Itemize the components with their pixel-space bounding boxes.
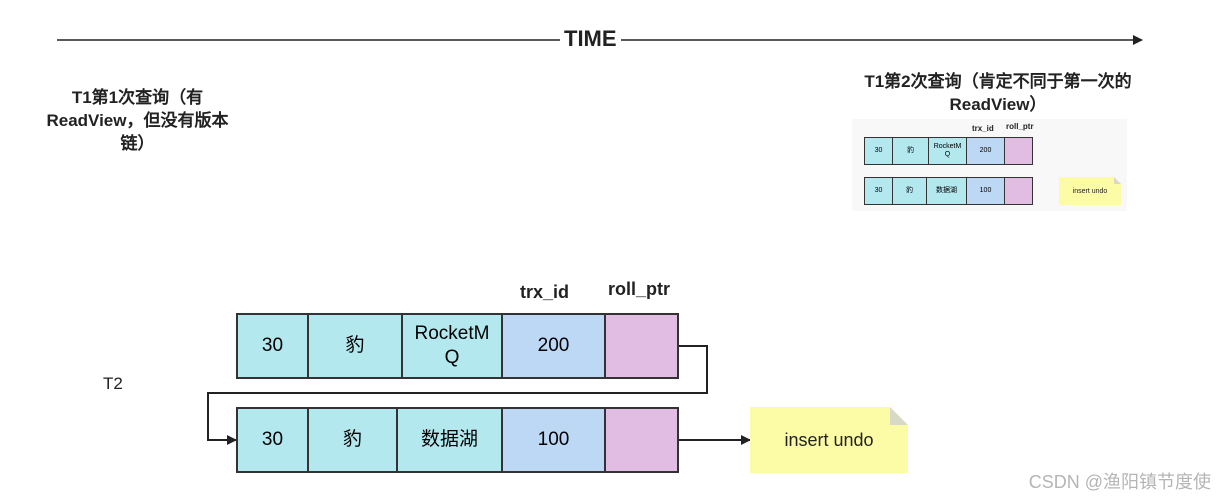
trx-id-header: trx_id (520, 282, 570, 302)
t2-label: T2 (103, 374, 123, 393)
thumb-row1-cell-trx-id: 200 (966, 137, 1005, 165)
query1-label: T1第1次查询（有 ReadView，但没有版本 链） (46, 88, 229, 153)
thumb-row2-cell-age: 30 (864, 177, 893, 205)
thumb-row1-cell-age: 30 (864, 137, 893, 165)
thumb-undo-note-text: insert undo (1072, 187, 1108, 195)
row1-cell-trx-id: 200 (501, 313, 606, 379)
query2-label: T1第2次查询（肯定不同于第一次的 ReadView） (864, 72, 1132, 114)
version-chain-connector (207, 345, 708, 445)
row2-cell-value: 数据湖 (396, 407, 503, 473)
roll-ptr-header: roll_ptr (608, 279, 671, 299)
thumb-row2-cell-value: 数据湖 (926, 177, 967, 205)
thumb-row1-cell-roll-ptr (1004, 137, 1033, 165)
row2-cell-age: 30 (236, 407, 309, 473)
row1-cell-name: 豹 (307, 313, 403, 379)
thumb-undo-note (1059, 177, 1121, 205)
undo-note (750, 407, 908, 473)
thumb-row2-cell-trx-id: 100 (966, 177, 1005, 205)
row2-cell-name: 豹 (307, 407, 398, 473)
row2-cell-roll-ptr (604, 407, 679, 473)
watermark: CSDN @渔阳镇节度使 (1028, 472, 1211, 492)
row1-cell-age: 30 (236, 313, 309, 379)
undo-note-text: insert undo (784, 429, 874, 450)
thumb-roll-ptr-header: roll_ptr (1006, 122, 1034, 131)
thumb-row1-cell-value: RocketM Q (928, 137, 967, 165)
thumb-row2-cell-roll-ptr (1004, 177, 1033, 205)
row1-cell-value: RocketM Q (401, 313, 503, 379)
timeline-label: TIME (560, 26, 621, 52)
thumb-row1-cell-name: 豹 (892, 137, 929, 165)
row1-cell-roll-ptr (604, 313, 679, 379)
thumb-row2-cell-name: 豹 (892, 177, 927, 205)
thumb-trx-id-header: trx_id (972, 124, 994, 133)
row2-cell-trx-id: 100 (501, 407, 606, 473)
